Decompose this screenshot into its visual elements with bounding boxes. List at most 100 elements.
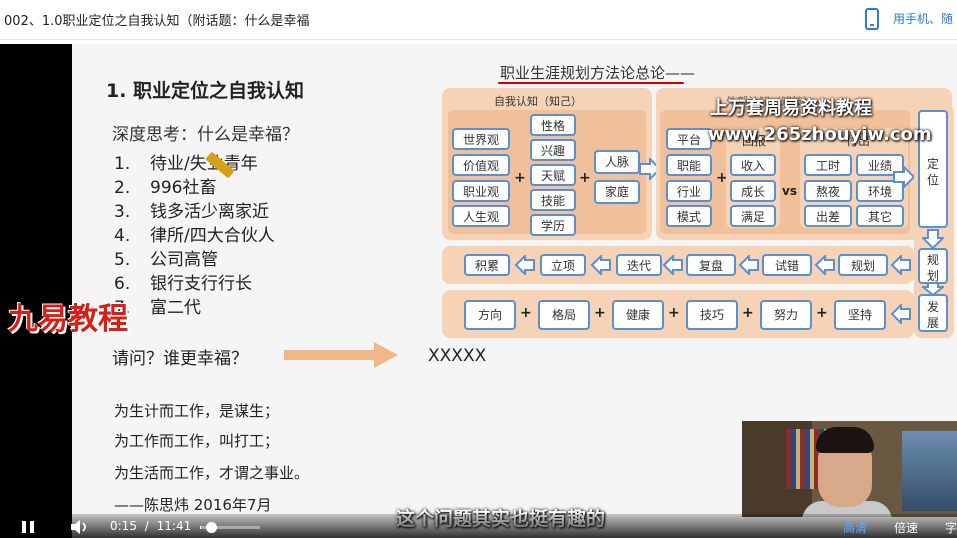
video-player[interactable]: 1. 职业定位之自我认知 深度思考：什么是幸福？ 1.待业/失业青年 2.996… <box>0 44 957 538</box>
slide-title: 1. 职业定位之自我认知 <box>106 80 305 102</box>
plus-sign: + <box>816 305 828 321</box>
box-platform: 平台 <box>666 128 712 150</box>
box-talent: 天赋 <box>530 164 576 186</box>
box-family: 家庭 <box>594 180 640 204</box>
question-text: 请问？谁更幸福？ <box>112 349 248 369</box>
self-awareness-panel: 自我认知（知己） 世界观 价值观 职业观 人生观 + 性格 兴趣 天赋 技能 学… <box>442 88 652 240</box>
box-accumulate: 积累 <box>464 254 510 276</box>
list-item: 1.待业/失业青年 <box>114 154 258 174</box>
time-separator: / <box>144 519 149 533</box>
cost-label: 付出 <box>846 134 871 148</box>
box-life-view: 人生观 <box>452 205 510 227</box>
box-effort: 努力 <box>760 300 812 330</box>
plus-sign: + <box>594 305 606 321</box>
candidate-list: 1.待业/失业青年 2.996社畜 3.钱多活少离家近 4.律所/四大合伙人 5… <box>114 152 414 320</box>
box-function: 职能 <box>666 154 712 176</box>
plus-sign: + <box>668 305 680 321</box>
growth-row: 方向 + 格局 + 健康 + 技巧 + 努力 + 坚持 <box>442 290 914 338</box>
plus-sign: + <box>742 305 754 321</box>
progress-handle[interactable] <box>206 522 217 533</box>
phone-watch-link[interactable]: 用手机、随 <box>893 12 954 26</box>
arrow-left-icon <box>890 304 911 324</box>
vs-label: vs <box>782 184 797 198</box>
arrow-down-icon <box>922 229 944 250</box>
player-controls: 0:15 / 11:41 高清 倍速 字 <box>0 514 957 538</box>
pause-button[interactable] <box>22 521 34 533</box>
arrow-right-icon <box>893 166 916 188</box>
webcam-presenter-body <box>802 501 892 517</box>
list-item: 5.公司高管 <box>114 250 218 270</box>
presenter-webcam <box>742 421 957 517</box>
quote-line: 为工作而工作，叫打工； <box>114 432 280 450</box>
box-plan: 规划 <box>838 254 888 276</box>
arrow-left-icon <box>514 255 535 275</box>
box-iterate: 迭代 <box>616 254 662 276</box>
panel-label: 自我认知（知己） <box>494 95 582 108</box>
box-positioning: 定位 <box>918 110 948 228</box>
webcam-wall-picture <box>902 431 957 511</box>
box-interest: 兴趣 <box>530 139 576 161</box>
panel-label: 外部认知（知彼） <box>726 95 814 108</box>
box-satisfaction: 满足 <box>730 205 776 227</box>
box-project: 立项 <box>540 254 586 276</box>
right-arrow-icon <box>284 342 398 368</box>
box-model: 模式 <box>666 205 712 227</box>
slide-subtitle: 深度思考：什么是幸福？ <box>112 125 299 145</box>
box-development: 发展 <box>918 294 948 332</box>
arrow-left-icon <box>662 255 683 275</box>
quote-author: ——陈思炜 2016年7月 <box>114 496 272 514</box>
subtitle-button[interactable]: 字 <box>945 521 957 535</box>
arrow-left-icon <box>890 255 911 275</box>
slide: 1. 职业定位之自我认知 深度思考：什么是幸福？ 1.待业/失业青年 2.996… <box>72 44 957 538</box>
quote-line: 为生计而工作，是谋生； <box>114 402 280 420</box>
box-work-hours: 工时 <box>804 154 852 176</box>
answer-text: XXXXX <box>428 346 487 366</box>
box-travel: 出差 <box>804 205 852 227</box>
box-skill: 技能 <box>530 189 576 211</box>
total-time: 11:41 <box>156 519 192 533</box>
box-worldview: 世界观 <box>452 128 510 150</box>
box-environment: 环境 <box>856 180 904 202</box>
box-vision: 格局 <box>538 300 590 330</box>
list-item: 3.钱多活少离家近 <box>114 202 269 222</box>
quote-line: 为生活而工作，才谓之事业。 <box>114 464 310 482</box>
box-education: 学历 <box>530 214 576 236</box>
box-planning: 规划 <box>918 248 948 284</box>
box-values: 价值观 <box>452 154 510 176</box>
webcam-presenter-hair <box>816 427 874 453</box>
list-item: 6.银行支行行长 <box>114 274 252 294</box>
top-bar: 002、1.0职业定位之自我认知（附话题：什么是幸福 用手机、随 <box>0 0 957 40</box>
box-career-view: 职业观 <box>452 180 510 202</box>
box-health: 健康 <box>612 300 664 330</box>
arrow-down-icon <box>922 282 944 296</box>
phone-icon[interactable] <box>865 8 879 30</box>
speed-button[interactable]: 倍速 <box>894 521 919 535</box>
box-industry: 行业 <box>666 180 712 202</box>
box-growth: 成长 <box>730 180 776 202</box>
watermark-url: www.265zhouyiw.com <box>708 124 932 145</box>
arrow-left-icon <box>814 255 835 275</box>
list-item: 4.律所/四大合伙人 <box>114 226 275 246</box>
list-item: 2.996社畜 <box>114 178 217 198</box>
box-late-nights: 熬夜 <box>804 180 852 202</box>
quality-button[interactable]: 高清 <box>843 521 868 535</box>
arrow-left-icon <box>738 255 759 275</box>
box-review: 复盘 <box>686 254 736 276</box>
external-awareness-panel: 外部认知（知彼） 平台 职能 行业 模式 + 回报 收入 成长 满足 vs 付出… <box>656 88 952 240</box>
box-technique: 技巧 <box>686 300 738 330</box>
box-trial: 试错 <box>762 254 812 276</box>
watermark-tagline: 上万套周易资料教程 <box>710 98 872 119</box>
watermark-brand-logo: 九易教程 <box>8 302 128 337</box>
diagram-title: 职业生涯规划方法论总论—— <box>500 64 696 82</box>
plus-sign: + <box>514 170 526 186</box>
box-direction: 方向 <box>464 300 516 330</box>
arrow-left-icon <box>590 255 611 275</box>
current-time: 0:15 <box>110 519 137 533</box>
box-persistence: 坚持 <box>834 300 886 330</box>
volume-icon[interactable] <box>70 520 90 534</box>
box-performance: 业绩 <box>856 154 904 176</box>
box-other: 其它 <box>856 205 904 227</box>
list-item: 7.富二代 <box>114 298 201 318</box>
progress-bar[interactable] <box>200 526 260 529</box>
